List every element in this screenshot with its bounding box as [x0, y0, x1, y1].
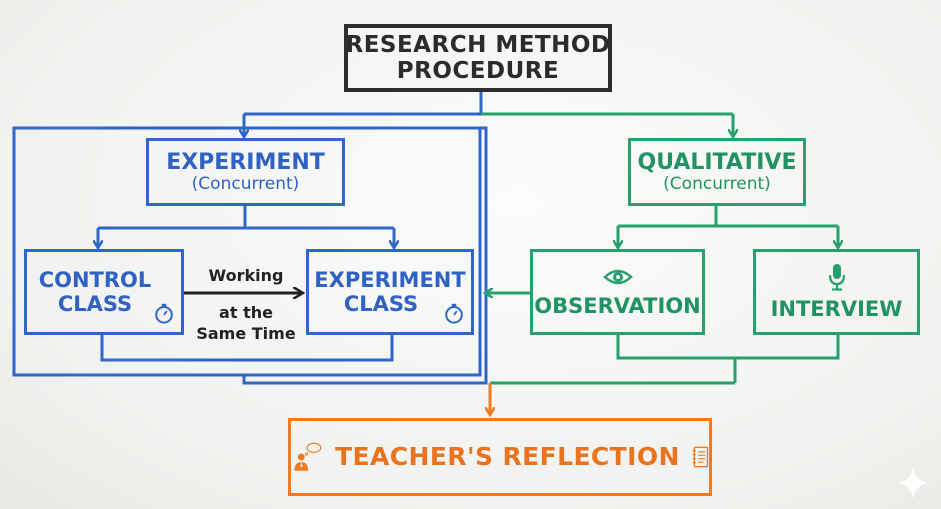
observation-node: OBSERVATION: [530, 249, 705, 335]
experiment-class-line2: CLASS: [343, 292, 419, 316]
experiment-class-line1: EXPERIMENT: [314, 267, 466, 292]
experiment-title: EXPERIMENT: [166, 149, 325, 175]
root-title-line1: RESEARCH METHOD: [345, 31, 611, 58]
root-title-line2: PROCEDURE: [396, 58, 560, 84]
interview-node: INTERVIEW: [753, 249, 920, 335]
experiment-node: EXPERIMENT (Concurrent): [146, 138, 345, 206]
sparkle-watermark-icon: [897, 467, 929, 499]
teacher-reflection-label: TEACHER'S REFLECTION: [335, 441, 680, 471]
qualitative-title: QUALITATIVE: [637, 149, 797, 175]
teacher-thinking-icon: [294, 442, 322, 471]
qualitative-subtitle: (Concurrent): [663, 173, 771, 194]
working-line2: at the: [219, 302, 273, 322]
stopwatch-icon: [155, 303, 173, 324]
interview-label: INTERVIEW: [770, 296, 903, 321]
eye-icon: [602, 269, 633, 285]
experiment-frame: [12, 126, 482, 377]
observation-label: OBSERVATION: [534, 293, 701, 318]
working-same-time-label: Working at the Same Time: [188, 266, 304, 344]
root-node: RESEARCH METHOD PROCEDURE: [344, 24, 612, 92]
working-line1: Working: [208, 266, 284, 285]
qualitative-node: QUALITATIVE (Concurrent): [628, 138, 806, 206]
control-class-line1: CONTROL: [38, 267, 152, 292]
notebook-icon: [692, 446, 708, 468]
experiment-class-node: EXPERIMENT CLASS: [306, 249, 474, 335]
control-class-line2: CLASS: [57, 292, 133, 316]
control-class-node: CONTROL CLASS: [24, 249, 184, 335]
microphone-icon: [828, 263, 845, 291]
stopwatch-icon: [445, 303, 463, 324]
working-line3: Same Time: [196, 323, 296, 343]
experiment-subtitle: (Concurrent): [191, 173, 300, 194]
teacher-reflection-node: TEACHER'S REFLECTION: [288, 418, 712, 496]
